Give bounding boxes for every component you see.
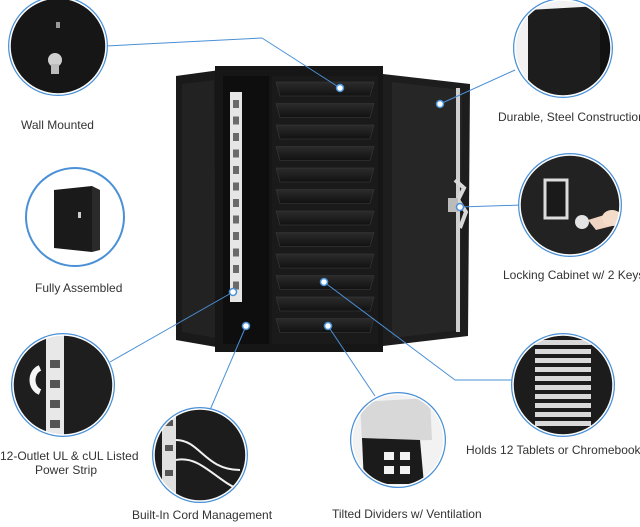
power-bay	[223, 76, 269, 344]
cabinet-main	[176, 66, 470, 352]
tablet-slot	[275, 146, 375, 161]
tablet-slot	[275, 167, 375, 183]
outlet-socket	[233, 149, 239, 158]
right-door-panel	[392, 82, 462, 338]
thumb-cord-management	[152, 407, 248, 503]
tablet-slot	[275, 210, 375, 226]
tablet-slot	[275, 253, 375, 269]
outlet-socket	[233, 199, 239, 207]
tablet-thumb-slot	[535, 385, 591, 390]
tablet-slot	[275, 103, 375, 118]
left-door-panel	[182, 80, 216, 338]
thumb-steel-construction	[513, 0, 613, 98]
hotspot-dots	[228, 83, 465, 331]
tablet-slot	[275, 189, 375, 204]
tablet-slot	[275, 232, 375, 247]
label-holds-tablets: Holds 12 Tablets or Chromebooks	[466, 443, 640, 457]
outlet-socket	[233, 281, 239, 290]
tablet-slot	[275, 124, 375, 140]
label-cord-management: Built-In Cord Management	[132, 508, 273, 522]
tablet-thumb-slot	[535, 349, 591, 354]
lock-cylinder	[448, 198, 458, 212]
label-power-strip-line2: Power Strip	[34, 463, 98, 477]
label-power-strip-line1: 12-Outlet UL & cUL Listed	[0, 449, 139, 463]
tablet-thumb-slot	[535, 367, 591, 372]
label-fully-assembled: Fully Assembled	[35, 281, 123, 295]
outlet-socket	[233, 166, 239, 174]
power-strip-outlets	[233, 100, 239, 290]
outlet-socket	[233, 100, 239, 108]
tablet-thumb-slot	[535, 421, 591, 426]
tablet-thumb-slot	[535, 412, 591, 417]
outlet-socket	[233, 232, 239, 240]
tablet-thumb-slot	[535, 403, 591, 408]
thumb-locking-cabinet	[518, 153, 622, 257]
thumb-tablets	[511, 333, 615, 437]
outlet-socket	[233, 116, 239, 125]
label-steel-construction: Durable, Steel Construction	[498, 110, 640, 124]
label-tilted-dividers: Tilted Dividers w/ Ventilation	[332, 507, 482, 521]
tablet-thumb-slot	[535, 394, 591, 399]
label-power-strip: 12-Outlet UL & cUL Listed Power Strip	[0, 449, 139, 477]
label-locking-cabinet: Locking Cabinet w/ 2 Keys	[503, 268, 640, 282]
tablet-thumb-slot	[535, 340, 591, 345]
outlet-socket	[233, 215, 239, 224]
outlet-socket	[233, 133, 239, 141]
thumb-tilted-dividers	[350, 392, 446, 488]
leader-lines	[105, 37, 523, 411]
tablet-thumb-slot	[535, 358, 591, 363]
outlet-socket	[233, 248, 239, 257]
tablet-thumb-slot	[535, 376, 591, 381]
outlet-socket	[233, 182, 239, 191]
thumb-fully-assembled	[25, 167, 125, 267]
tablet-slot	[275, 81, 375, 97]
label-wall-mounted: Wall Mounted	[21, 118, 94, 132]
thumb-wall-mounted	[8, 0, 108, 96]
tablet-slots	[275, 81, 375, 333]
outlet-socket	[233, 265, 239, 273]
thumb-power-strip	[11, 333, 115, 437]
